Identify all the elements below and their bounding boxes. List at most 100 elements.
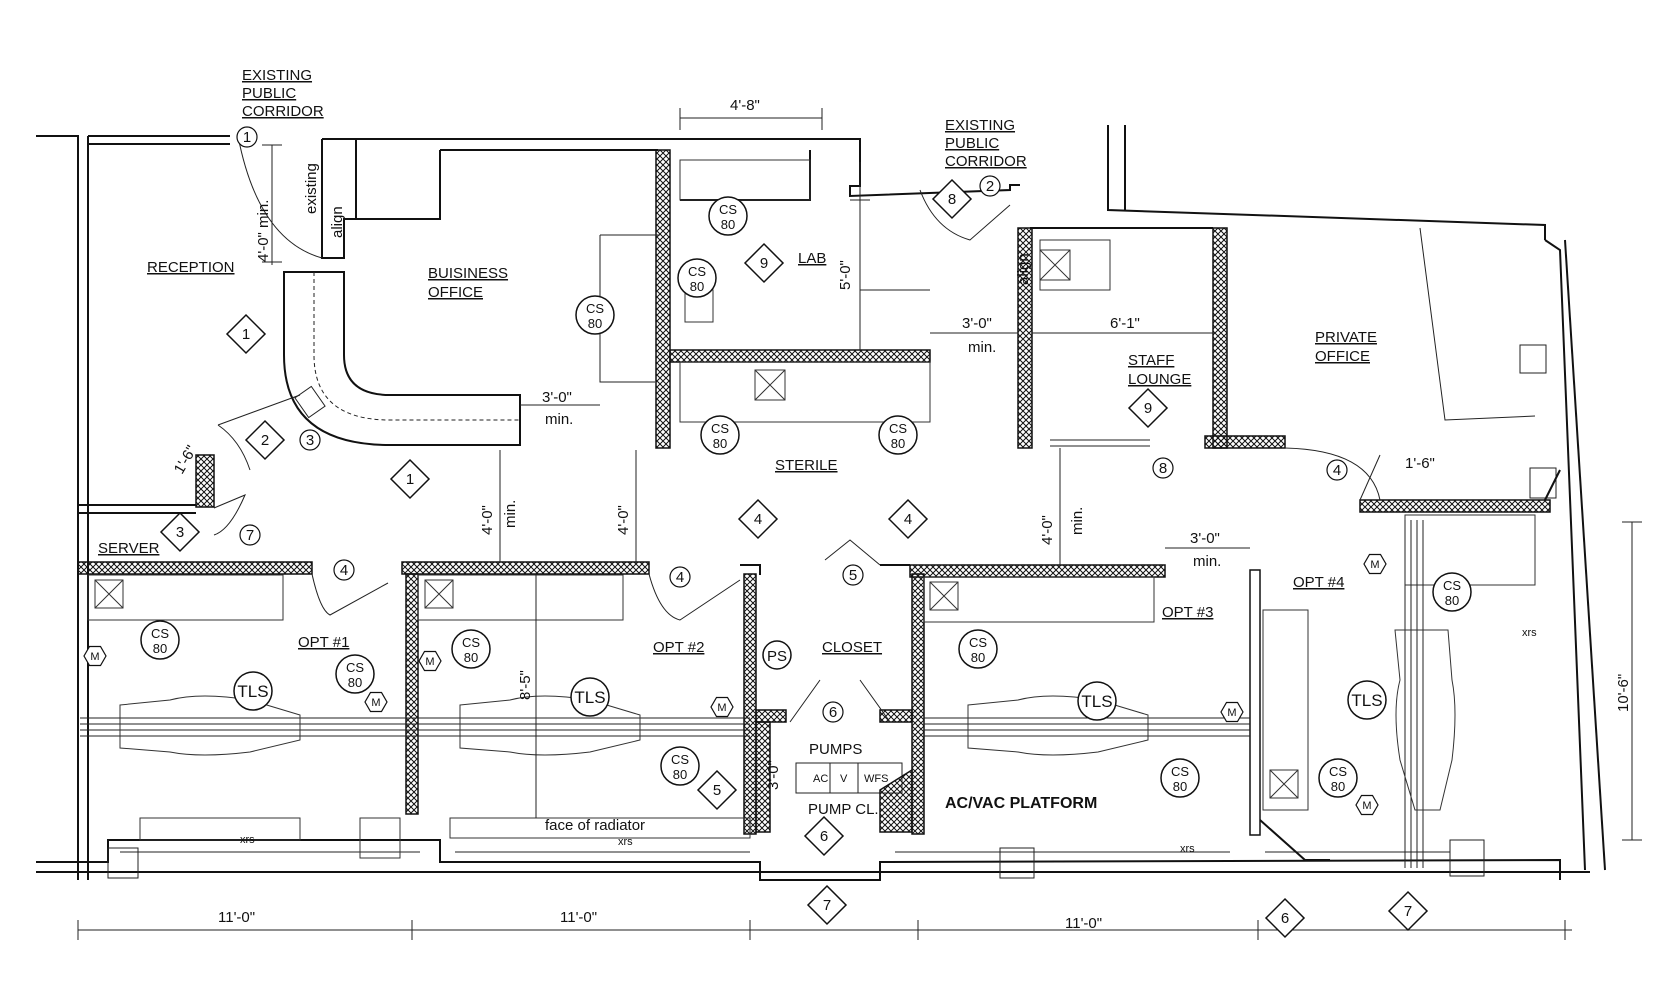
m-symbol: M xyxy=(1355,794,1379,816)
dim-min-c: min. xyxy=(1069,507,1086,535)
reception-desk xyxy=(283,271,521,446)
note-xrs-2: xrs xyxy=(618,836,633,848)
m-symbol: M xyxy=(1363,553,1387,575)
svg-text:M: M xyxy=(1227,707,1236,719)
svg-text:3: 3 xyxy=(176,524,184,541)
svg-text:4: 4 xyxy=(340,562,348,579)
svg-text:CS: CS xyxy=(586,301,604,316)
svg-text:80: 80 xyxy=(1331,779,1345,794)
tls-symbol: TLS xyxy=(1077,681,1117,721)
note-align-1: align xyxy=(329,206,346,238)
diamond-tag: 6 xyxy=(803,815,845,857)
room-label-pumps: PUMPS xyxy=(809,741,862,758)
note-align-2: align xyxy=(1015,253,1032,285)
svg-text:80: 80 xyxy=(348,675,362,690)
room-label-corridor-left-2: PUBLIC xyxy=(242,85,296,102)
m-symbol: M xyxy=(418,650,442,672)
room-label-opt2: OPT #2 xyxy=(653,639,704,656)
room-label-private-1: PRIVATE xyxy=(1315,329,1377,346)
opt2-north-wall xyxy=(401,561,650,575)
room-label-business-2: OFFICE xyxy=(428,284,483,301)
m-symbol: M xyxy=(364,691,388,713)
svg-text:M: M xyxy=(1362,800,1371,812)
dim-11-0-c: 11'-0" xyxy=(1065,915,1102,932)
diamond-tag: 2 xyxy=(244,419,286,461)
label-ac: AC xyxy=(813,773,828,785)
tls-symbol: TLS xyxy=(233,671,273,711)
note-xrs-3: xrs xyxy=(1180,843,1195,855)
svg-text:CS: CS xyxy=(889,421,907,436)
dim-4-0-b: 4'-0" xyxy=(615,505,632,535)
svg-text:4: 4 xyxy=(904,511,912,528)
diamond-tag: 4 xyxy=(887,498,929,540)
svg-text:M: M xyxy=(717,702,726,714)
dimensions: 4'-8" 4'-0" min. 5'-0" 3'-0" min. 6'-1" … xyxy=(77,97,1642,940)
interior-walls xyxy=(77,139,1561,861)
svg-text:CS: CS xyxy=(671,752,689,767)
circle-tag: 2 xyxy=(979,175,1001,197)
svg-text:CS: CS xyxy=(151,626,169,641)
svg-text:1: 1 xyxy=(406,471,414,488)
dim-1-6-b: 1'-6" xyxy=(1405,455,1435,472)
svg-text:TLS: TLS xyxy=(237,682,268,701)
circle-tag: 4 xyxy=(669,566,691,588)
svg-text:4: 4 xyxy=(676,569,684,586)
svg-text:CS: CS xyxy=(1329,764,1347,779)
diamond-tag: 3 xyxy=(159,511,201,553)
note-xrs-4: xrs xyxy=(1522,627,1537,639)
room-label-opt4: OPT #4 xyxy=(1293,574,1344,591)
room-label-lounge-2: LOUNGE xyxy=(1128,371,1191,388)
dim-min-office: min. xyxy=(545,411,573,428)
dim-11-0-b: 11'-0" xyxy=(560,909,597,926)
diamond-tag: 7 xyxy=(1387,890,1429,932)
diamond-tag: 9 xyxy=(743,242,785,284)
svg-text:CS: CS xyxy=(462,635,480,650)
svg-text:80: 80 xyxy=(1173,779,1187,794)
ps-symbol: PS xyxy=(762,640,792,670)
opt3-north-wall xyxy=(909,564,1166,578)
m-symbol: M xyxy=(83,645,107,667)
diamond-tag: 5 xyxy=(696,769,738,811)
lab-south-wall xyxy=(669,349,931,363)
svg-text:6: 6 xyxy=(820,828,828,845)
room-label-lab: LAB xyxy=(798,250,826,267)
note-existing: existing xyxy=(303,163,320,214)
svg-text:4: 4 xyxy=(754,511,762,528)
svg-text:6: 6 xyxy=(1281,910,1289,927)
svg-text:M: M xyxy=(371,697,380,709)
dim-4-8: 4'-8" xyxy=(730,97,760,114)
dim-6-1: 6'-1" xyxy=(1110,315,1140,332)
svg-text:CS: CS xyxy=(969,635,987,650)
m-symbol: M xyxy=(1220,701,1244,723)
circle-tag: 8 xyxy=(1152,457,1174,479)
svg-text:CS: CS xyxy=(346,660,364,675)
door-swings xyxy=(213,135,1381,723)
room-label-corridor-right-2: PUBLIC xyxy=(945,135,999,152)
opt1-opt2-wall xyxy=(405,573,419,815)
svg-text:8: 8 xyxy=(1159,460,1167,477)
casework xyxy=(87,159,1536,859)
label-v: V xyxy=(840,773,848,785)
diamond-tag: 4 xyxy=(737,498,779,540)
dim-3-0-vertical: 3'-0" xyxy=(765,760,782,790)
dim-11-0-a: 11'-0" xyxy=(218,909,255,926)
room-labels: EXISTING PUBLIC CORRIDOR EXISTING PUBLIC… xyxy=(98,67,1377,818)
svg-text:7: 7 xyxy=(823,897,831,914)
svg-text:2: 2 xyxy=(986,178,994,195)
svg-text:80: 80 xyxy=(673,767,687,782)
dental-chairs xyxy=(119,629,1456,811)
svg-text:4: 4 xyxy=(1333,462,1341,479)
label-wfs: WFS xyxy=(864,773,888,785)
room-label-server: SERVER xyxy=(98,540,160,557)
circle-tag: 4 xyxy=(333,559,355,581)
closet-west-wall xyxy=(743,573,757,835)
